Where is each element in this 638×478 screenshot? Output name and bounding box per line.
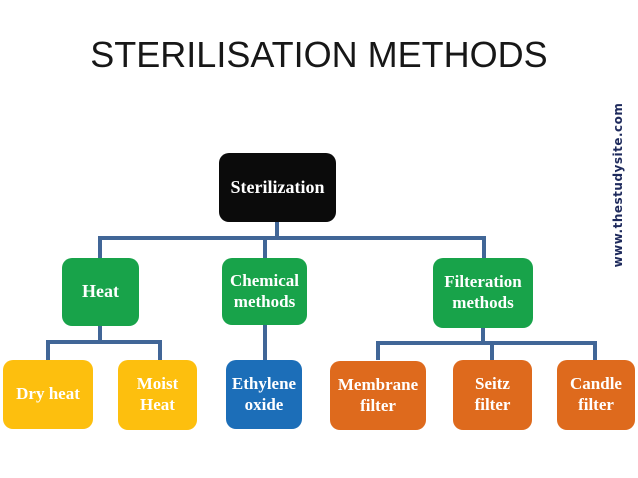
connector-chemical-line [263, 325, 267, 360]
connector-filteration-stub [481, 328, 485, 344]
connector-drop-moist-heat [158, 340, 162, 360]
node-ethylene-oxide: Ethylene oxide [226, 360, 302, 429]
node-membrane-filter: Membrane filter [330, 361, 426, 430]
connector-drop-membrane [376, 341, 380, 360]
node-moist-heat: Moist Heat [118, 360, 197, 430]
connector-drop-filteration [482, 236, 486, 258]
connector-drop-heat [98, 236, 102, 258]
connector-drop-seitz [490, 341, 494, 360]
node-candle-filter: Candle filter [557, 360, 635, 430]
node-heat: Heat [62, 258, 139, 326]
node-dry-heat: Dry heat [3, 360, 93, 429]
connector-heat-horizontal [46, 340, 162, 344]
node-filteration-methods: Filteration methods [433, 258, 533, 328]
page-title: STERILISATION METHODS [90, 34, 548, 75]
node-seitz-filter: Seitz filter [453, 360, 532, 430]
watermark-text: www.thestudysite.com [611, 102, 625, 268]
connector-drop-chemical [263, 236, 267, 258]
connector-heat-stub [98, 326, 102, 343]
node-sterilization: Sterilization [219, 153, 336, 222]
connector-drop-dry-heat [46, 340, 50, 360]
connector-drop-candle [593, 341, 597, 360]
connector-level1-horizontal [98, 236, 486, 240]
connector-root-stub [275, 222, 279, 239]
node-chemical-methods: Chemical methods [222, 258, 307, 325]
connector-filteration-horizontal [376, 341, 597, 345]
